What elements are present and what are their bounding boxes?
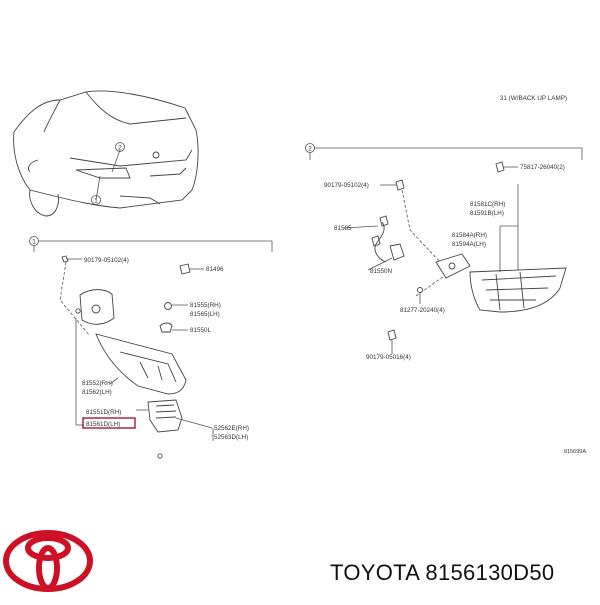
label-81555-rh: 81555(RH) xyxy=(190,302,221,309)
callout-2-group-label: 2 xyxy=(308,146,312,153)
brand-part-number: TOYOTA 8156130D50 xyxy=(330,560,555,585)
label-81552-rh: 81552(RH) xyxy=(82,380,113,387)
label-81551d-rh: 81551D(RH) xyxy=(86,409,121,416)
assembly-2-bracket xyxy=(305,143,583,160)
label-81562-lh: 81562(LH) xyxy=(82,389,112,396)
label-90179-05016: 90179-05016(4) xyxy=(366,354,411,361)
figure-code: 815699A xyxy=(564,449,586,455)
label-81496: 81496 xyxy=(206,266,224,273)
callout-circle-2 xyxy=(115,142,125,152)
left-parts-drawing xyxy=(59,255,213,459)
toyota-logo xyxy=(3,530,93,592)
label-75817-26040: 75817-26040(2) xyxy=(520,164,565,171)
car-rear-illustration xyxy=(13,90,199,217)
label-81591b-lh: 81591B(LH) xyxy=(470,210,504,217)
label-81565-lh: 81565(LH) xyxy=(190,311,220,318)
label-81550l: 81550L xyxy=(190,327,212,334)
label-90179-05102-left: 90179-05102(4) xyxy=(84,257,129,264)
label-81585: 81585 xyxy=(334,225,352,232)
label-81594a-lh: 81594A(LH) xyxy=(452,241,486,248)
label-52563d-lh: 52563D(LH) xyxy=(214,434,248,441)
callout-circle-1 xyxy=(91,195,101,205)
label-90179-05102-right: 90179-05102(4) xyxy=(324,182,369,189)
callout-2-label: 2 xyxy=(118,145,122,152)
label-81550n: 81550N xyxy=(370,268,393,275)
assembly-1-bracket xyxy=(29,236,273,252)
callout-1-label: 1 xyxy=(94,198,98,205)
label-81277-20240: 81277-20240(4) xyxy=(400,307,445,314)
label-81581c-rh: 81581C(RH) xyxy=(470,201,505,208)
callout-1-group-label: 1 xyxy=(32,239,36,246)
header-note: 31 (W/BACK UP LAMP) xyxy=(500,95,567,102)
label-81561d-lh: 81561D(LH) xyxy=(86,421,120,428)
label-81584a-rh: 81584A(RH) xyxy=(452,232,487,239)
highlight-box xyxy=(82,417,136,429)
right-parts-drawing xyxy=(343,161,567,354)
label-52562e-rh: 52562E(RH) xyxy=(214,425,249,432)
